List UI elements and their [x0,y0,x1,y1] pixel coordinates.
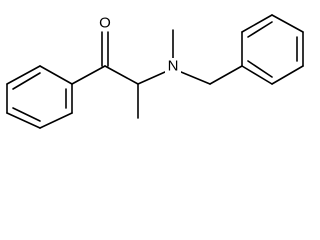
bond [180,71,211,85]
bond-inner [247,60,273,78]
bond [39,112,73,129]
bond [137,71,166,85]
phenyl-ring-left [6,65,73,129]
bond [104,65,139,85]
bond [271,14,304,33]
bond [71,65,106,85]
phenyl-ring-right [241,14,304,85]
bond [39,65,73,85]
chemical-structure-diagram: O N [6,14,304,129]
bond-inner [247,21,273,38]
nitrogen-label: N [168,58,179,75]
oxygen-label: O [99,15,111,32]
bond-inner [12,72,41,90]
bond [241,14,273,33]
nitrogen-atom: N [165,58,181,75]
amine-substituents [172,29,243,85]
bond [6,65,41,85]
alpha-carbon-group [104,65,166,119]
carbonyl-group [71,31,109,85]
bond-inner [12,107,41,122]
oxygen-atom: O [97,15,113,32]
bond [6,112,41,129]
bond [271,65,304,85]
bond [209,65,243,85]
bond [241,65,273,85]
